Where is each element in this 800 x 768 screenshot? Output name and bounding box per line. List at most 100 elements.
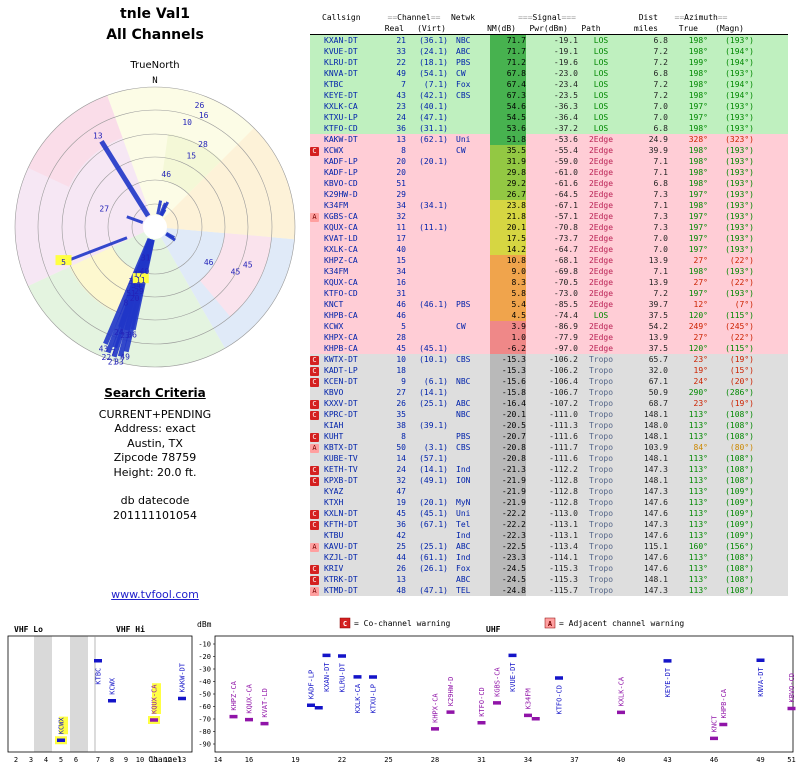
callsign-link[interactable]: KQUX-CA [324, 223, 358, 232]
dist-cell: 7.1 [653, 168, 668, 177]
warning-marker [310, 68, 322, 79]
polar-channel-label: 13 [93, 131, 103, 140]
svg-text:KQUX-CA: KQUX-CA [151, 684, 159, 714]
path-cell: 2Edge [588, 267, 614, 276]
warning-marker [310, 233, 322, 244]
callsign-link[interactable]: KUBE-TV [324, 454, 358, 463]
azimuth-true-cell: 328° [688, 135, 708, 144]
band-marker-label: KNVA-DT [757, 666, 765, 696]
callsign-link[interactable]: KBVO-CD [324, 179, 358, 188]
callsign-link[interactable]: KPXB-DT [324, 476, 358, 485]
callsign-link[interactable]: KFTH-DT [324, 520, 358, 529]
warning-marker: C [310, 398, 322, 409]
real-channel-cell: 32 [396, 212, 406, 221]
azimuth-true-cell: 198° [688, 91, 708, 100]
callsign-link[interactable]: KXLK-CA [324, 102, 358, 111]
band-marker-label: KTFO-CD [478, 687, 486, 717]
callsign-link[interactable]: KWTX-DT [324, 355, 358, 364]
callsign-link[interactable]: KPRC-DT [324, 410, 358, 419]
callsign-link[interactable]: KHPX-CA [324, 333, 358, 342]
callsign-link[interactable]: KADF-LP [324, 168, 358, 177]
pwr-cell: -113.1 [549, 531, 578, 540]
callsign-link[interactable]: KHPB-CA [324, 311, 358, 320]
pwr-cell: -23.5 [553, 91, 578, 100]
north-label: N [152, 76, 157, 86]
callsign-link[interactable]: K34FM [324, 201, 349, 210]
dist-cell: 13.9 [648, 333, 668, 342]
callsign-link[interactable]: KYAZ [324, 487, 344, 496]
tvfool-link[interactable]: www.tvfool.com [111, 588, 199, 601]
callsign-link[interactable]: KNCT [324, 300, 344, 309]
callsign-link[interactable]: KVUE-DT [324, 47, 358, 56]
callsign-link[interactable]: KTBU [324, 531, 344, 540]
band-marker-label: KTBC [95, 668, 103, 685]
azimuth-true-cell: 197° [688, 102, 708, 111]
network-cell [448, 387, 490, 398]
path-cell: Tropo [588, 564, 614, 573]
warning-marker: C [310, 519, 322, 530]
callsign-link[interactable]: K34FM [324, 267, 349, 276]
callsign-link[interactable]: KQUX-CA [324, 278, 358, 287]
azimuth-magn-cell: (108°) [725, 410, 754, 419]
callsign-link[interactable]: KCWX [324, 322, 344, 331]
azimuth-magn-cell: (22°) [729, 278, 754, 287]
callsign-link[interactable]: KTFO-CD [324, 289, 358, 298]
callsign-link[interactable]: KVAT-LD [324, 234, 358, 243]
band-marker [314, 706, 323, 710]
path-cell: Tropo [588, 542, 614, 551]
path-cell: Tropo [588, 432, 614, 441]
warning-marker: C [310, 508, 322, 519]
band-marker [322, 653, 331, 658]
path-cell: Tropo [588, 443, 614, 452]
callsign-link[interactable]: KXLN-DT [324, 509, 358, 518]
callsign-link[interactable]: KZJL-DT [324, 553, 358, 562]
callsign-link[interactable]: KBTX-DT [324, 443, 358, 452]
nm-cell: 8.3 [490, 277, 526, 288]
virtual-channel-cell [406, 145, 448, 156]
callsign-link[interactable]: KAKW-DT [324, 135, 358, 144]
nm-cell: 54.5 [490, 112, 526, 123]
callsign-link[interactable]: KXXV-DT [324, 399, 358, 408]
callsign-link[interactable]: KLRU-DT [324, 58, 358, 67]
callsign-link[interactable]: KCEN-DT [324, 377, 358, 386]
callsign-link[interactable]: KGBS-CA [324, 212, 358, 221]
callsign-link[interactable]: K29HW-D [324, 190, 358, 199]
callsign-link[interactable]: KXLK-CA [324, 245, 358, 254]
callsign-link[interactable]: KIAH [324, 421, 344, 430]
callsign-link[interactable]: KTMD-DT [324, 586, 358, 595]
callsign-link[interactable]: KHPB-CA [324, 344, 358, 353]
callsign-link[interactable]: KETH-TV [324, 465, 358, 474]
warning-marker [310, 90, 322, 101]
dist-cell: 7.0 [653, 234, 668, 243]
callsign-link[interactable]: KNVA-DT [324, 69, 358, 78]
real-channel-cell: 28 [396, 333, 406, 342]
azimuth-true-cell: 113° [688, 586, 708, 595]
azimuth-true-cell: 113° [688, 575, 708, 584]
callsign-link[interactable]: KTRK-DT [324, 575, 358, 584]
callsign-link[interactable]: KTBC [324, 80, 344, 89]
callsign-link[interactable]: KTXH [324, 498, 344, 507]
callsign-link[interactable]: KHPZ-CA [324, 256, 358, 265]
callsign-link[interactable]: KCWX [324, 146, 344, 155]
svg-text:KTFO-CD: KTFO-CD [478, 687, 486, 717]
polar-signal-bar [99, 140, 151, 218]
callsign-link[interactable]: KXAN-DT [324, 36, 358, 45]
callsign-link[interactable]: KAVU-DT [324, 542, 358, 551]
callsign-link[interactable]: KRIV [324, 564, 344, 573]
callsign-link[interactable]: KUHT [324, 432, 344, 441]
callsign-link[interactable]: KEYE-DT [324, 91, 358, 100]
callsign-link[interactable]: KBVO [324, 388, 344, 397]
callsign-link[interactable]: KADF-LP [324, 157, 358, 166]
virtual-channel-cell [406, 255, 448, 266]
callsign-link[interactable]: KTFO-CD [324, 124, 358, 133]
callsign-link[interactable]: KADT-LP [324, 366, 358, 375]
nm-cell: -6.2 [490, 343, 526, 354]
callsign-link[interactable]: KTXU-LP [324, 113, 358, 122]
